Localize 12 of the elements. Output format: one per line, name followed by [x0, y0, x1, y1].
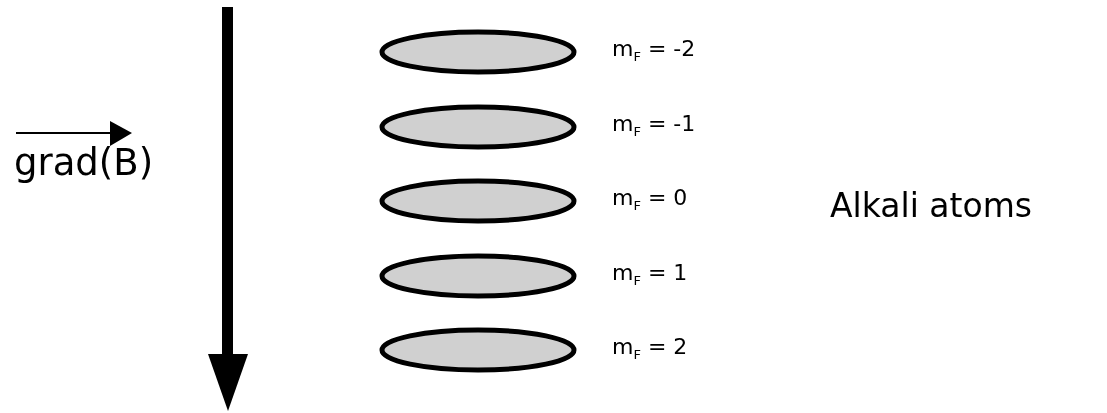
atom-cloud-ellipse — [378, 178, 578, 224]
state-label: m$_{F}$ = 1 — [612, 262, 688, 288]
atom-cloud-ellipse — [378, 327, 578, 373]
state-label: m$_{F}$ = 0 — [612, 187, 688, 213]
atom-cloud-ellipse — [378, 29, 578, 75]
atom-cloud-ellipse — [378, 253, 578, 299]
state-label: m$_{F}$ = -1 — [612, 113, 696, 139]
state-label: m$_{F}$ = -2 — [612, 38, 696, 64]
atom-cloud-ellipse — [378, 104, 578, 150]
state-label: m$_{F}$ = 2 — [612, 336, 688, 362]
atoms-label: Alkali atoms — [830, 188, 1032, 225]
gradient-label: grad(B) — [14, 143, 154, 184]
